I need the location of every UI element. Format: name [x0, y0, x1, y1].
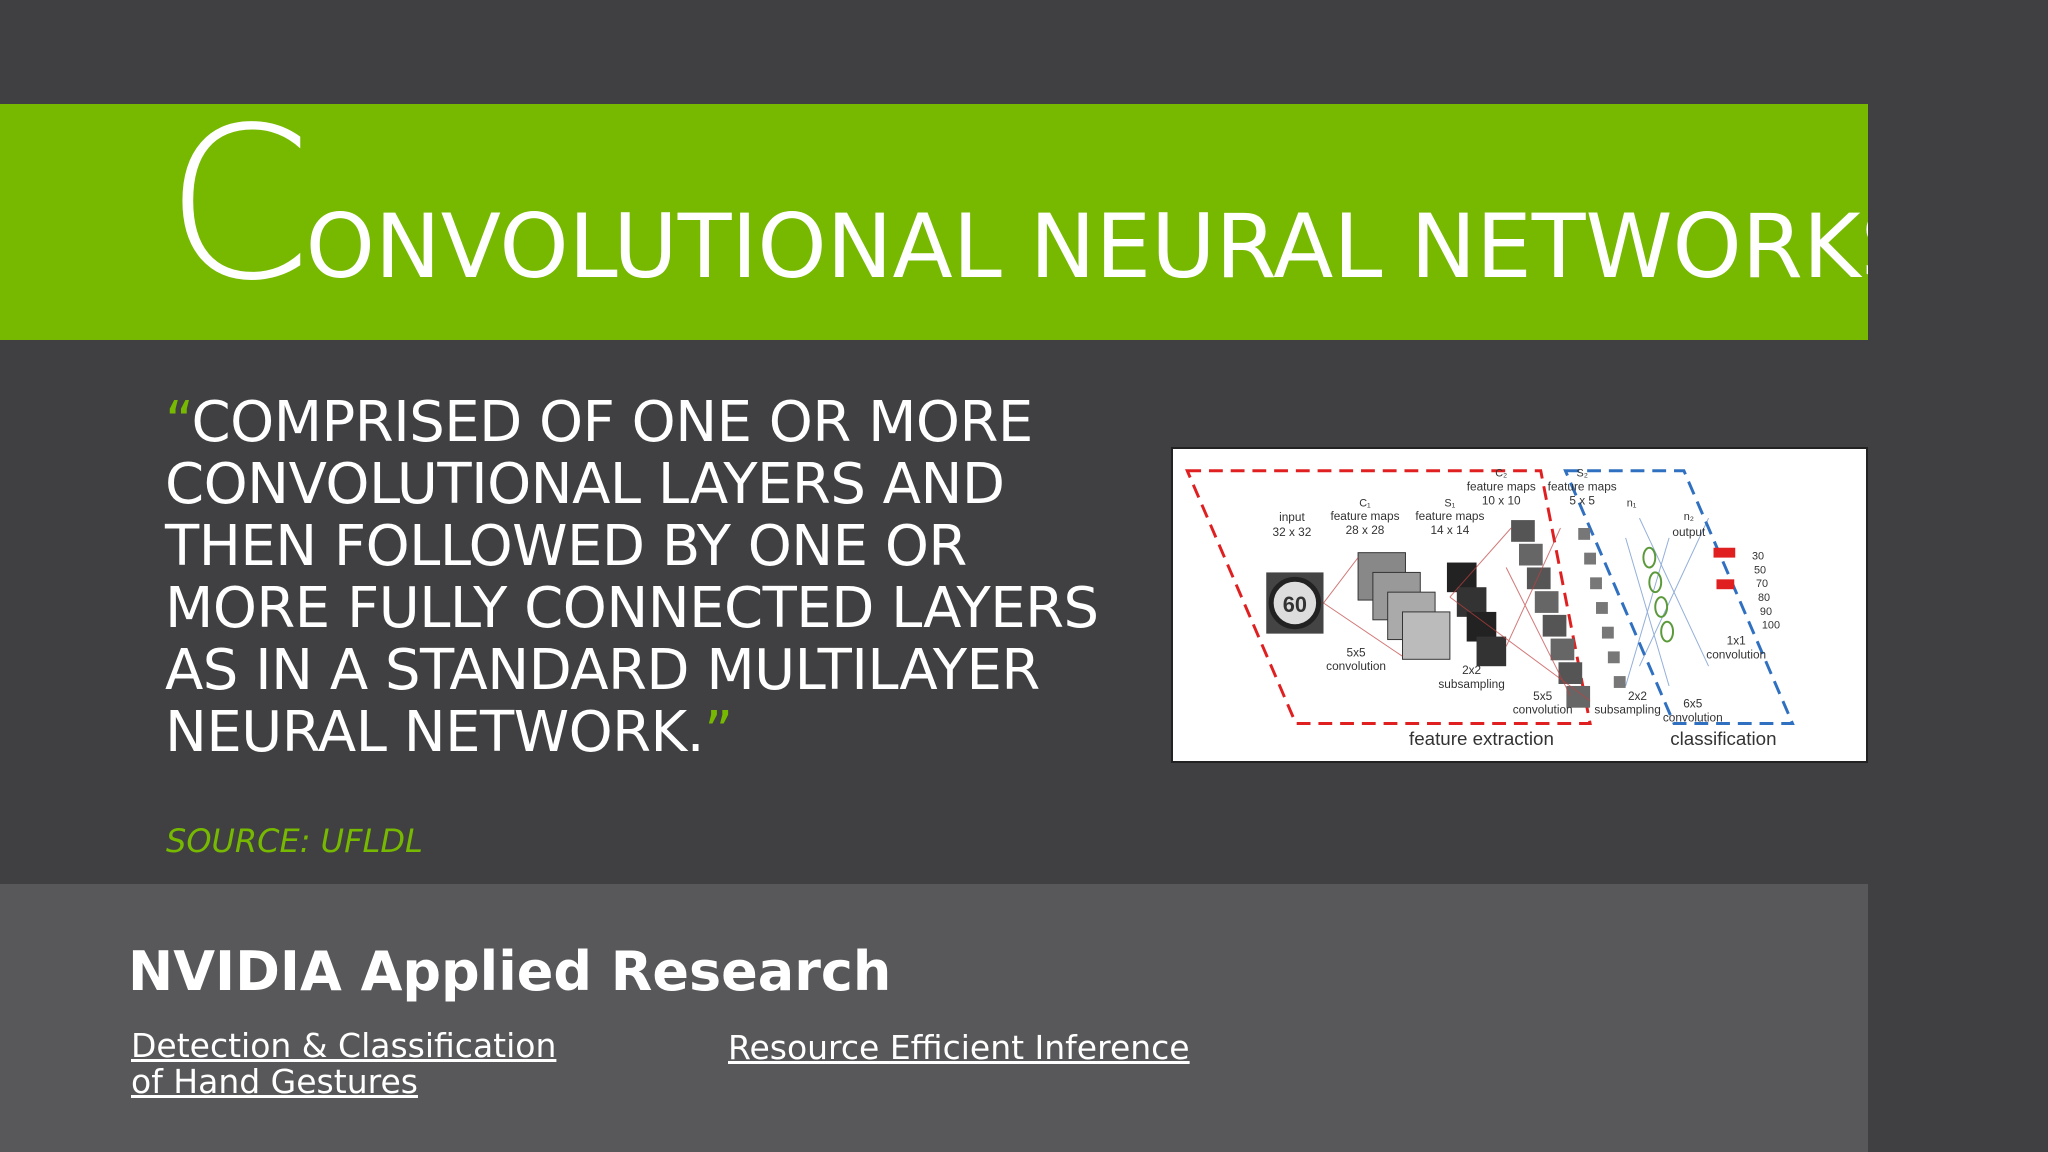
title-band [0, 104, 1868, 340]
c2-feature-maps [1511, 520, 1591, 708]
out-value-6: 100 [1762, 620, 1780, 632]
conv4-desc: convolution [1706, 647, 1766, 661]
out-value-1: 30 [1752, 551, 1764, 563]
s1-label: S₁ [1444, 497, 1455, 509]
feature-extraction-region [1185, 469, 1592, 725]
conv3-label: 6x5 [1683, 697, 1702, 711]
c1-size-label: 28 x 28 [1346, 523, 1385, 537]
sign-text: 60 [1283, 592, 1307, 617]
classifier-lines [1625, 517, 1710, 687]
c1-desc-label: feature maps [1330, 509, 1399, 523]
input-label: input [1279, 510, 1305, 524]
s1-desc-label: feature maps [1415, 509, 1484, 523]
output-highlight-mid [1716, 579, 1735, 590]
conv4-label: 1x1 [1727, 633, 1746, 647]
s2-desc-label: feature maps [1548, 479, 1617, 493]
conv2-label: 5x5 [1533, 689, 1552, 703]
sub2-label: 2x2 [1628, 689, 1647, 703]
s2-label: S₂ [1576, 468, 1587, 480]
c1-feature-maps [1357, 552, 1451, 660]
source-credit: SOURCE: UFLDL [166, 822, 423, 860]
out-value-2: 50 [1754, 564, 1766, 576]
quote-close-mark: ” [704, 700, 733, 765]
cnn-diagram-svg: 60 [1185, 468, 1795, 749]
s1-feature-maps [1446, 562, 1507, 667]
out-value-4: 80 [1758, 592, 1770, 604]
s2-feature-maps [1578, 527, 1626, 688]
n2-label: n₂ [1684, 511, 1694, 523]
output-highlight-top [1713, 547, 1736, 558]
c2-label: C₂ [1495, 468, 1507, 480]
c2-desc-label: feature maps [1467, 479, 1536, 493]
sub1-desc: subsampling [1438, 677, 1504, 691]
title-initial: C [165, 82, 312, 327]
conv1-label: 5x5 [1347, 645, 1366, 659]
cnn-diagram: 60 [1171, 447, 1868, 763]
resource-efficient-inference-link[interactable]: Resource Efficient Inference [728, 1028, 1190, 1067]
classification-region [1563, 469, 1795, 725]
output-label: output [1672, 525, 1706, 539]
n1-label: n₁ [1627, 497, 1637, 509]
input-size-label: 32 x 32 [1273, 525, 1312, 539]
c2-size-label: 10 x 10 [1482, 493, 1521, 507]
conv2-desc: convolution [1513, 703, 1573, 717]
speed-sign-icon [1268, 576, 1322, 630]
sub1-label: 2x2 [1462, 663, 1481, 677]
classification-label: classification [1670, 728, 1776, 749]
title-rest: ONVOLUTIONAL NEURAL NETWORKS [305, 195, 1917, 298]
connection-lines [1323, 527, 1591, 702]
conv3-desc: convolution [1663, 711, 1723, 725]
out-value-5: 90 [1760, 606, 1772, 618]
quote-text: “COMPRISED OF ONE OR MORE CONVOLUTIONAL … [165, 392, 1105, 764]
footer-panel [0, 884, 1868, 1152]
n1-neurons [1642, 546, 1675, 643]
hand-gestures-link[interactable]: Detection & Classification of Hand Gestu… [131, 1026, 557, 1101]
right-margin [1868, 0, 2048, 1152]
quote-open-mark: “ [165, 390, 192, 455]
s2-size-label: 5 x 5 [1569, 493, 1595, 507]
feature-extraction-label: feature extraction [1409, 728, 1554, 749]
c1-label: C₁ [1359, 497, 1371, 509]
footer-title: NVIDIA Applied Research [128, 940, 892, 1003]
sub2-desc: subsampling [1594, 703, 1660, 717]
slide-title: CONVOLUTIONAL NEURAL NETWORKS [165, 100, 1917, 310]
conv1-desc: convolution [1326, 659, 1386, 673]
quote-body: COMPRISED OF ONE OR MORE CONVOLUTIONAL L… [165, 390, 1099, 765]
s1-size-label: 14 x 14 [1430, 523, 1469, 537]
out-value-3: 70 [1756, 578, 1768, 590]
